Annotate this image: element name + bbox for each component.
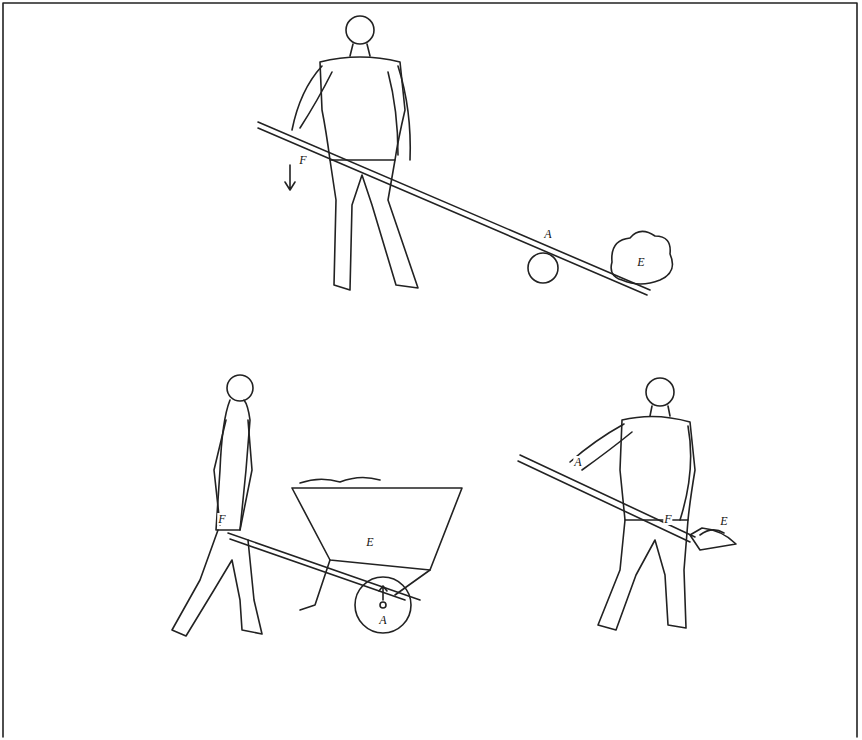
force-label: F — [298, 154, 307, 166]
force-label: F — [663, 513, 672, 525]
force-label: A — [573, 456, 582, 468]
shovel-scene — [518, 378, 736, 630]
frame — [3, 3, 857, 737]
force-label: A — [378, 614, 387, 626]
crowbar-scene — [258, 16, 672, 295]
force-label: E — [719, 515, 728, 527]
wheelbarrow-scene — [172, 375, 462, 636]
force-label: A — [543, 228, 552, 240]
force-label: E — [365, 536, 374, 548]
force-label: F — [217, 513, 226, 525]
force-label: E — [636, 256, 645, 268]
